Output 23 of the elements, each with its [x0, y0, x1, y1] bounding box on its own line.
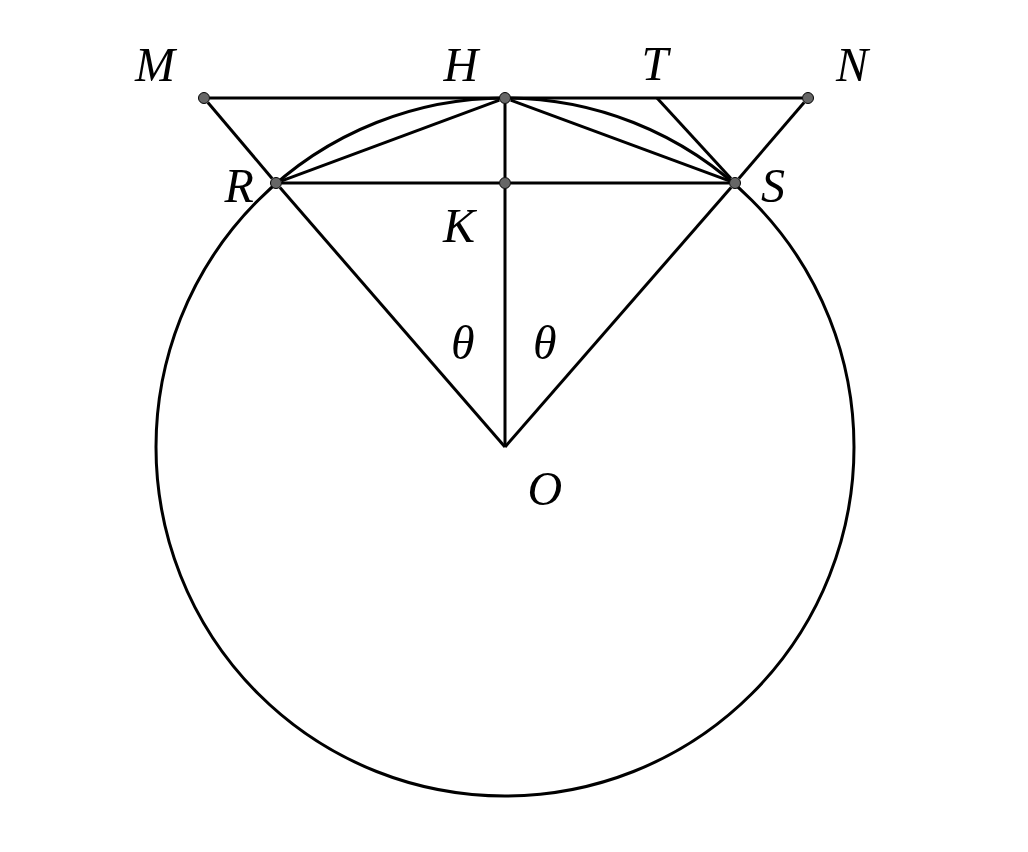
- line-segment: [510, 98, 730, 183]
- point-label: K: [443, 202, 475, 250]
- line-segment: [655, 97, 733, 180]
- point-label: H: [443, 41, 479, 89]
- line-segment: [737, 101, 806, 180]
- point-label: M: [135, 41, 175, 89]
- line-segment: [511, 181, 729, 185]
- line-segment: [503, 186, 733, 448]
- line-segment: [278, 186, 507, 448]
- line-segment: [281, 98, 500, 183]
- line-segment: [503, 104, 507, 177]
- line-segment: [282, 181, 499, 185]
- point-label: R: [224, 162, 254, 210]
- point-label: T: [641, 40, 669, 88]
- line-segment: [511, 96, 657, 100]
- point-label: S: [761, 162, 785, 210]
- line-segment: [206, 101, 274, 180]
- line-segment: [503, 189, 507, 447]
- line-segment: [657, 96, 802, 100]
- line-segment: [210, 96, 499, 100]
- point-label: O: [527, 465, 563, 513]
- angle-label: θ: [533, 319, 557, 367]
- angle-label: θ: [451, 319, 475, 367]
